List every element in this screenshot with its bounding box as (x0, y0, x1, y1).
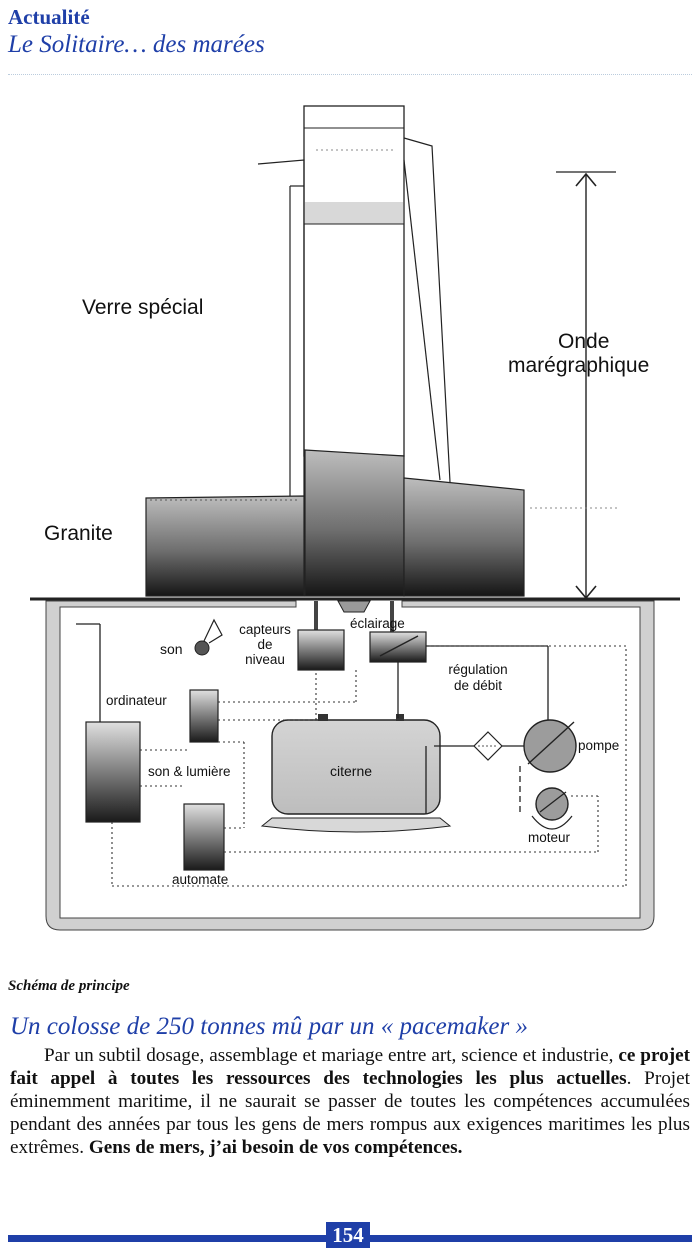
header-divider (8, 74, 692, 75)
motor-icon (531, 787, 573, 830)
pump-icon (523, 719, 577, 773)
glass-tower (257, 105, 451, 501)
schematic-diagram: Verre spécial Onde marégraphique Granite… (30, 105, 680, 931)
tide-range-arrow (530, 171, 620, 600)
tide-wave-label-line1: Onde (558, 330, 609, 353)
paragraph-text-2: . Projet éminemment maritime, il ne saur… (10, 1068, 690, 1158)
tank-label: citerne (330, 763, 372, 779)
section-label: Actualité (8, 5, 90, 29)
computer-label: ordinateur (106, 693, 167, 708)
paragraph-bold-2: Gens de mers, j’ai besoin de vos compéte… (88, 1137, 463, 1158)
glass-label: Verre spécial (82, 296, 203, 319)
signal-wires (111, 645, 627, 887)
controller-label: automate (172, 872, 228, 887)
level-sensors-label-line1: capteurs (239, 622, 291, 637)
pump-label: pompe (578, 738, 619, 753)
figure-caption: Schéma de principe (8, 978, 130, 994)
piping (76, 623, 549, 814)
level-sensors-box (297, 629, 345, 671)
tide-wave-label-line2: marégraphique (508, 354, 649, 377)
motor-label: moteur (528, 830, 571, 845)
computer-box (189, 689, 219, 743)
lighting-label: éclairage (350, 616, 405, 631)
controller-box (183, 803, 225, 871)
page-number: 154 (326, 1222, 370, 1248)
paragraph-text-1: Par un subtil dosage, assemblage et mari… (44, 1045, 619, 1066)
article-paragraph: Par un subtil dosage, assemblage et mari… (10, 1044, 690, 1159)
paragraph-bold-1: ce projet fait appel à toutes les ressou… (10, 1045, 691, 1089)
sound-light-box (85, 721, 141, 823)
lighting-fixture (314, 600, 394, 646)
sound-light-label: son & lumière (148, 764, 231, 779)
granite-base (145, 449, 525, 597)
page-header: Actualité Le Solitaire… des marées (8, 4, 692, 75)
speaker-icon (194, 618, 223, 656)
underground-chamber (45, 600, 655, 931)
article-title: Le Solitaire… des marées (8, 31, 265, 58)
tank (260, 714, 452, 833)
flow-regulation-label-line1: régulation (448, 662, 507, 677)
level-sensors-label-line2: de (257, 637, 272, 652)
sound-label: son (160, 641, 183, 657)
flow-regulation-label-line2: de débit (454, 678, 502, 693)
level-sensors-label-line3: niveau (245, 652, 285, 667)
granite-label: Granite (44, 522, 113, 545)
article-heading: Un colosse de 250 tonnes mû par un « pac… (10, 1013, 528, 1040)
